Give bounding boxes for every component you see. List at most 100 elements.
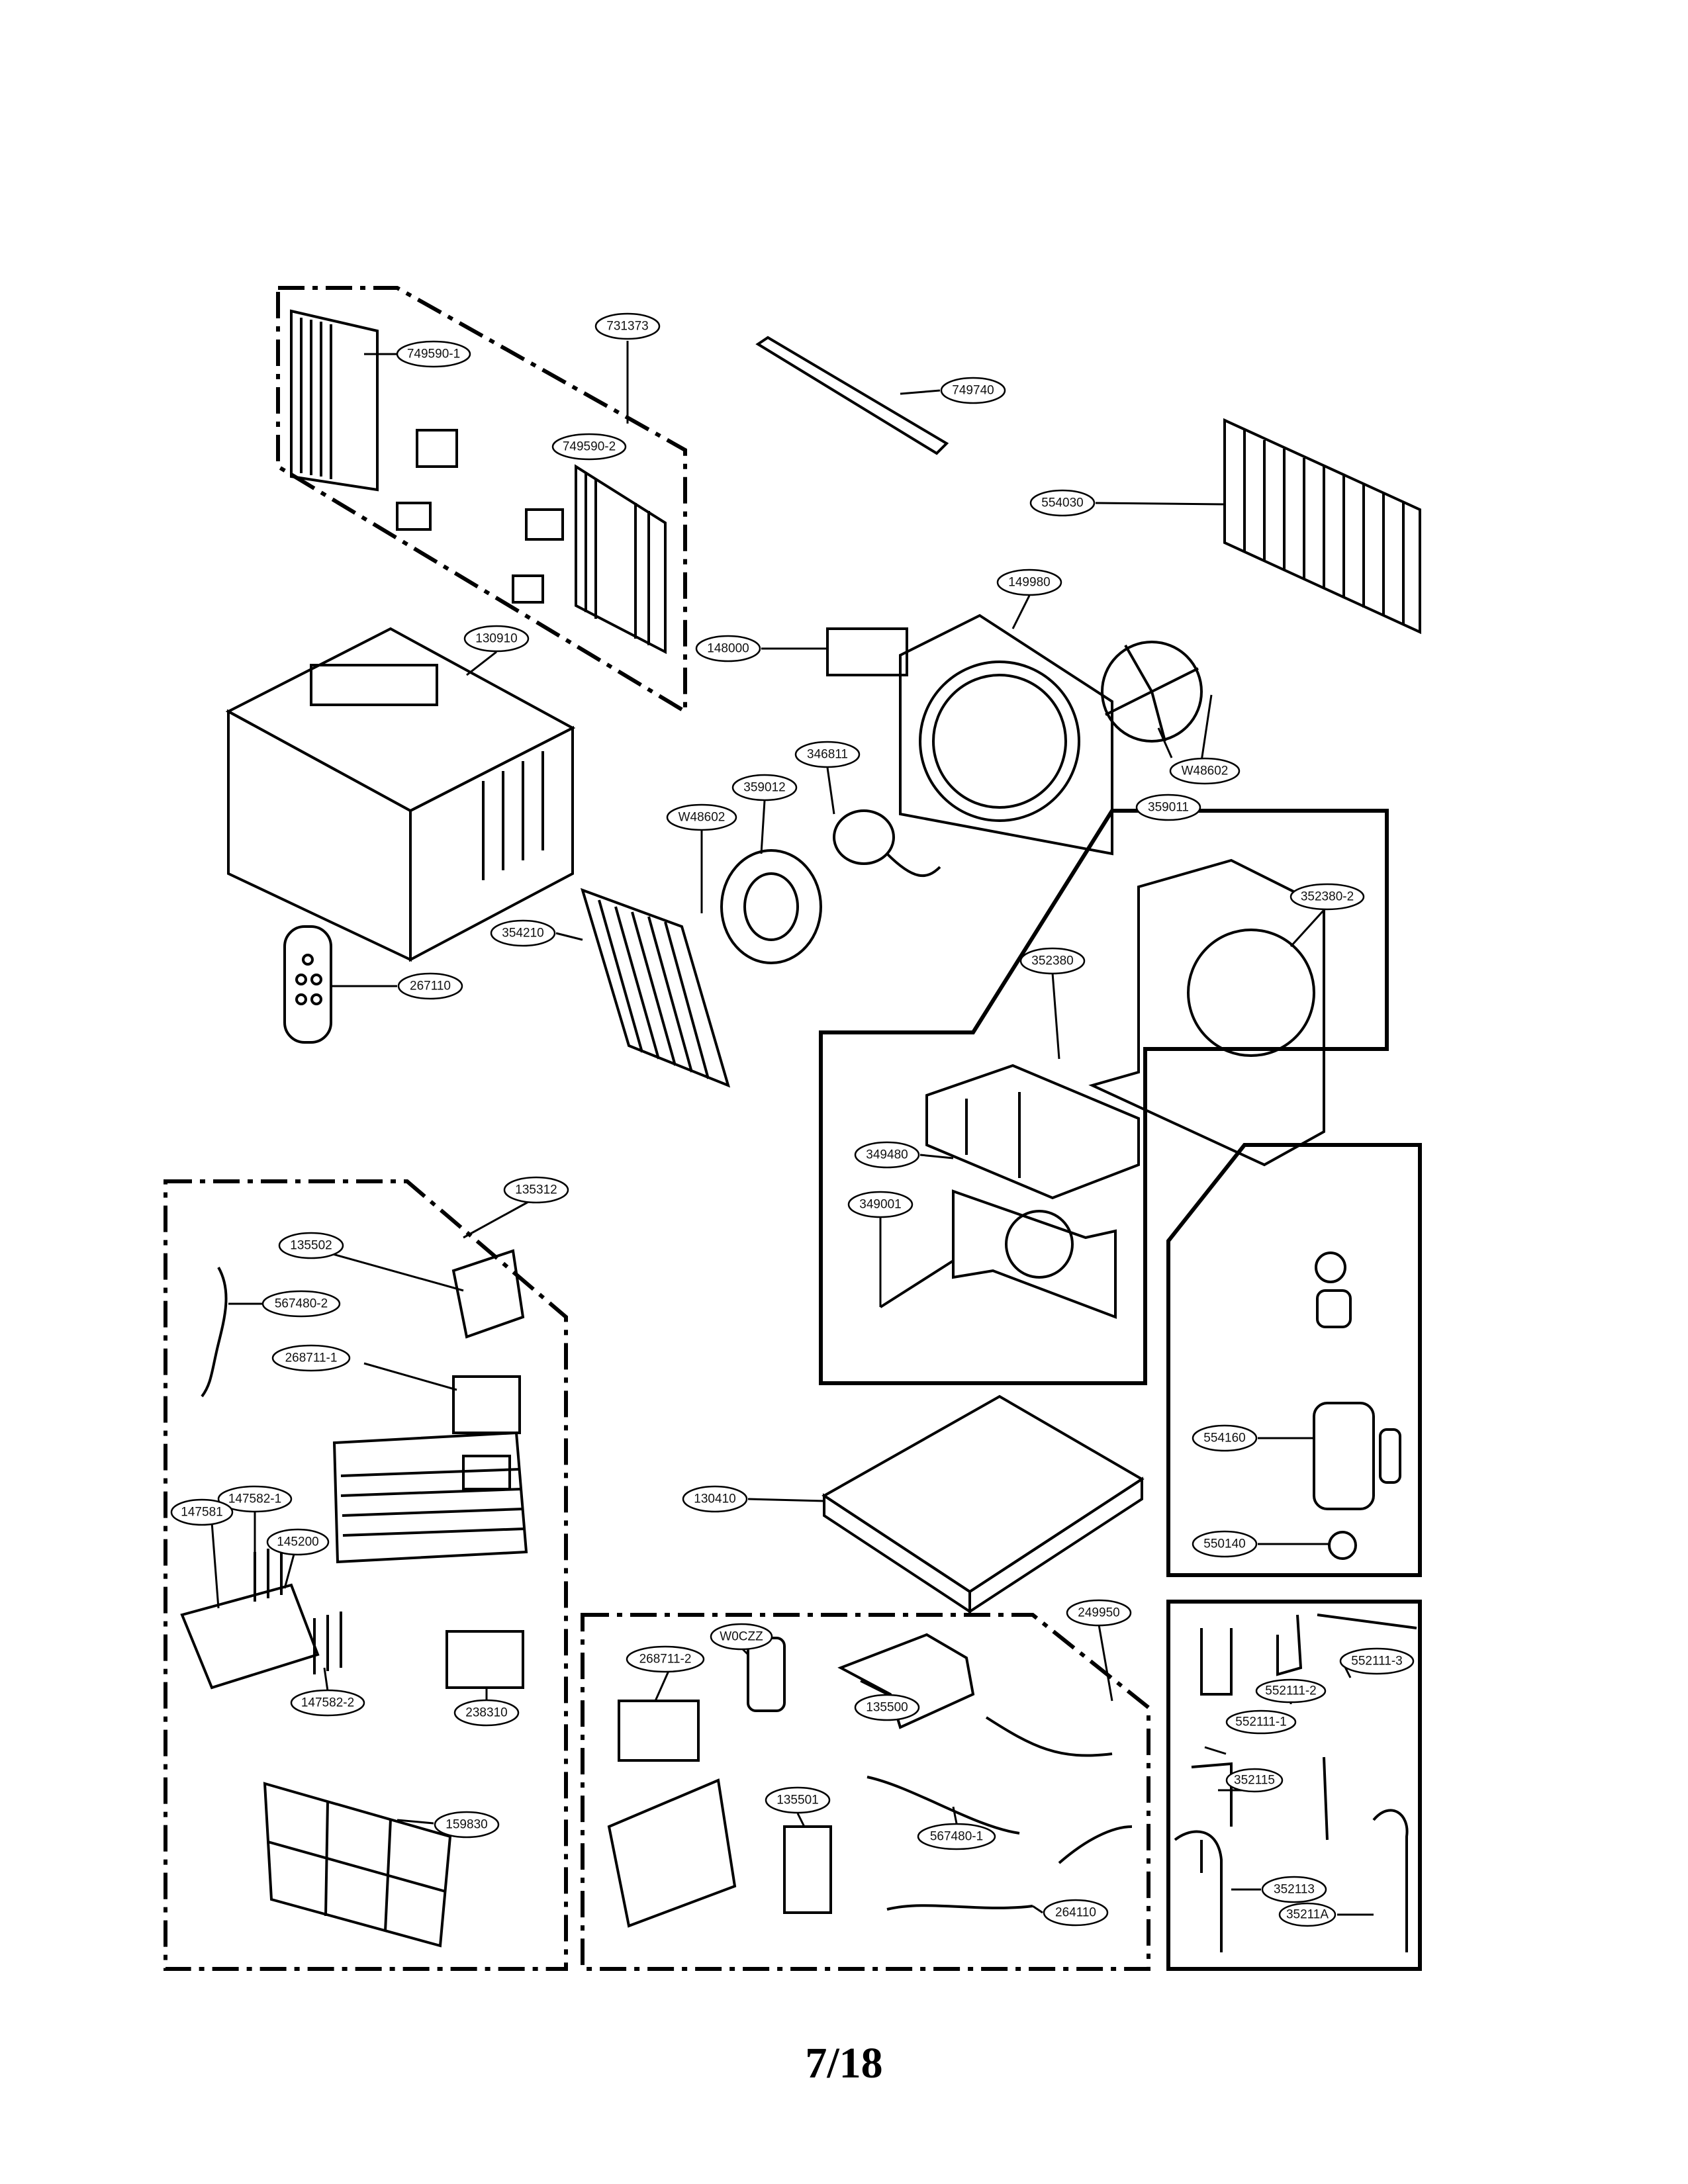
label-352380-2: 352380-2 — [1289, 883, 1365, 911]
svg-text:135312: 135312 — [515, 1183, 557, 1197]
label-268711-2: 268711-2 — [626, 1645, 705, 1673]
control-box — [451, 1249, 525, 1339]
control-pcb — [452, 1375, 521, 1434]
svg-text:554160: 554160 — [1203, 1432, 1245, 1445]
svg-text:W48602: W48602 — [679, 811, 726, 825]
label-268711-1: 268711-1 — [271, 1344, 351, 1372]
air-guide — [925, 1064, 1140, 1200]
wire-lead-b — [1058, 1825, 1133, 1864]
label-130910: 130910 — [463, 625, 530, 653]
power-cord-harness — [886, 1904, 1033, 1911]
svg-text:135501: 135501 — [776, 1794, 818, 1807]
label-552111-1: 552111-1 — [1225, 1709, 1297, 1735]
svg-text:147582-1: 147582-1 — [228, 1492, 281, 1506]
compressor — [1313, 1251, 1401, 1510]
label-554160: 554160 — [1192, 1424, 1258, 1452]
label-147582-2: 147582-2 — [290, 1689, 365, 1717]
svg-text:346811: 346811 — [807, 748, 848, 762]
svg-text:249950: 249950 — [1078, 1606, 1119, 1620]
label-135502: 135502 — [278, 1232, 344, 1259]
label-135501: 135501 — [765, 1786, 831, 1814]
label-749590-1: 749590-1 — [396, 340, 471, 368]
remote-control — [283, 925, 332, 1044]
svg-text:W0CZZ: W0CZZ — [720, 1630, 763, 1644]
rail-part — [755, 336, 949, 455]
base-pan — [821, 1394, 1145, 1614]
label-352115: 352115 — [1225, 1768, 1284, 1793]
part-labels: 731373 749590-1 749590-2 749740 554030 1… — [170, 312, 1415, 1927]
svg-text:267110: 267110 — [410, 979, 451, 993]
svg-text:749590-2: 749590-2 — [563, 440, 616, 454]
svg-text:264110: 264110 — [1055, 1906, 1096, 1920]
svg-text:147582-2: 147582-2 — [301, 1696, 354, 1710]
label-159830: 159830 — [434, 1811, 500, 1839]
svg-text:349480: 349480 — [866, 1148, 908, 1162]
svg-text:359012: 359012 — [743, 781, 785, 795]
label-149980: 149980 — [996, 569, 1062, 596]
svg-text:552111-1: 552111-1 — [1235, 1715, 1286, 1729]
page-number: 7/18 — [805, 2039, 883, 2087]
svg-text:352380: 352380 — [1031, 954, 1073, 968]
svg-text:567480-1: 567480-1 — [930, 1830, 983, 1844]
vane-1 — [254, 1545, 283, 1602]
label-145200: 145200 — [266, 1528, 330, 1556]
louver — [180, 1583, 320, 1690]
svg-text:352380-2: 352380-2 — [1301, 890, 1354, 904]
label-264110: 264110 — [1043, 1899, 1109, 1927]
electrical-group-outline — [581, 1613, 1150, 1971]
svg-text:159830: 159830 — [445, 1818, 487, 1832]
label-352113: 352113 — [1261, 1876, 1327, 1903]
label-550140: 550140 — [1192, 1530, 1258, 1558]
tube-b — [1200, 1628, 1233, 1696]
label-749740: 749740 — [940, 377, 1006, 404]
motor-mount — [826, 627, 908, 676]
fan-motor — [833, 809, 941, 877]
label-249950: 249950 — [1066, 1599, 1132, 1627]
scroll-housing — [1088, 858, 1325, 1167]
wire-lead-a — [985, 1716, 1113, 1757]
condenser-shroud — [899, 614, 1113, 856]
svg-text:354210: 354210 — [502, 927, 543, 940]
label-567480-2: 567480-2 — [261, 1290, 341, 1318]
label-135500: 135500 — [854, 1694, 920, 1721]
label-147581: 147581 — [170, 1498, 234, 1526]
tube-a — [1276, 1614, 1417, 1676]
leader-lines — [211, 341, 1374, 1916]
label-267110: 267110 — [397, 972, 463, 1000]
tube-d — [1174, 1830, 1223, 1952]
label-749590-2: 749590-2 — [551, 433, 627, 461]
control-panel-group-outline — [164, 1179, 568, 1971]
condenser-coil — [1223, 418, 1421, 635]
label-130410: 130410 — [682, 1485, 748, 1513]
svg-text:352115: 352115 — [1234, 1774, 1275, 1788]
relay-board — [783, 1825, 832, 1914]
tubing-group-outline — [1166, 1600, 1422, 1971]
label-552111-3: 552111-3 — [1339, 1647, 1415, 1675]
svg-text:352113: 352113 — [1274, 1883, 1315, 1897]
label-148000: 148000 — [695, 635, 761, 662]
svg-text:135502: 135502 — [290, 1239, 332, 1253]
tube-f — [1323, 1756, 1329, 1841]
svg-text:148000: 148000 — [707, 642, 749, 656]
label-354210: 354210 — [490, 919, 556, 947]
svg-text:749590-1: 749590-1 — [407, 347, 460, 361]
svg-text:268711-2: 268711-2 — [639, 1653, 692, 1666]
svg-text:749740: 749740 — [952, 384, 994, 398]
air-filter — [263, 1782, 452, 1948]
wire-harness-lower — [867, 1776, 1020, 1835]
label-w48602-left: W48602 — [666, 803, 737, 831]
label-567480-1: 567480-1 — [917, 1823, 996, 1850]
front-grille — [332, 1431, 528, 1564]
label-554030: 554030 — [1029, 489, 1096, 517]
tube-e — [1372, 1809, 1409, 1952]
label-w48602-right: W48602 — [1169, 757, 1241, 785]
svg-text:554030: 554030 — [1041, 496, 1083, 510]
label-731373: 731373 — [594, 312, 661, 340]
cabinet-case — [225, 627, 576, 962]
label-147582-1: 147582-1 — [217, 1485, 293, 1513]
tube-c — [1191, 1762, 1233, 1873]
svg-text:731373: 731373 — [606, 320, 648, 334]
label-35211a: 35211A — [1278, 1902, 1336, 1927]
vane-2 — [313, 1612, 342, 1674]
